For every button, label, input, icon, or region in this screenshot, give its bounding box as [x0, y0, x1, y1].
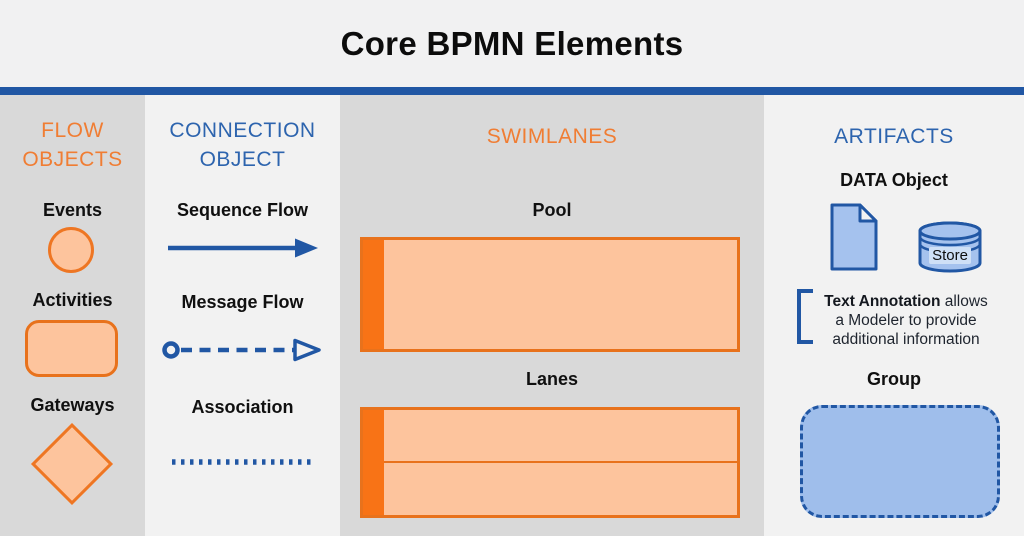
- event-circle-icon: [48, 227, 94, 273]
- text-annotation-bold: Text Annotation: [824, 293, 941, 310]
- text-annotation-line2: a Modeler to provide: [835, 312, 977, 329]
- text-annotation-line1-rest: allows: [940, 293, 988, 310]
- lanes-side-band: [363, 410, 384, 515]
- data-object-label: DATA Object: [840, 170, 948, 190]
- text-annotation-bracket-icon: [797, 289, 813, 344]
- flow-objects-heading: FLOW OBJECTS: [22, 119, 123, 171]
- artifacts-heading: ARTIFACTS: [834, 125, 954, 148]
- header-divider-bar: [0, 87, 1024, 95]
- pool-side-band: [363, 240, 384, 349]
- page-title: Core BPMN Elements: [340, 24, 684, 62]
- group-label: Group: [867, 369, 921, 389]
- flow-objects-column: FLOW OBJECTS Events Activities Gateways: [0, 95, 145, 536]
- connection-object-heading: CONNECTION OBJECT: [169, 119, 316, 171]
- message-flow-arrow-icon: [162, 338, 321, 362]
- swimlanes-column: SWIMLANES Pool Lanes: [340, 95, 764, 536]
- data-object-document-icon: [830, 203, 878, 271]
- sequence-flow-arrow-icon: [168, 238, 318, 258]
- gateway-diamond-icon: [30, 422, 114, 506]
- lanes-shape: [360, 407, 740, 518]
- header: Core BPMN Elements: [0, 0, 1024, 87]
- events-label: Events: [42, 200, 103, 220]
- gateways-label: Gateways: [30, 395, 115, 415]
- association-dotted-line-icon: [172, 459, 316, 465]
- columns-container: FLOW OBJECTS Events Activities Gateways …: [0, 95, 1024, 536]
- store-label: Store: [918, 247, 982, 264]
- artifacts-column: ARTIFACTS DATA Object Store Text Annotat…: [764, 95, 1024, 536]
- association-label: Association: [191, 397, 294, 417]
- text-annotation-line3: additional information: [832, 331, 980, 348]
- activity-rounded-rect-icon: [25, 320, 118, 377]
- pool-label: Pool: [532, 200, 572, 220]
- pool-shape: [360, 237, 740, 352]
- sequence-flow-label: Sequence Flow: [176, 200, 309, 220]
- text-annotation-text: Text Annotation allows a Modeler to prov…: [806, 292, 1006, 349]
- connection-object-column: CONNECTION OBJECT Sequence Flow Message …: [145, 95, 340, 536]
- activities-label: Activities: [32, 290, 113, 310]
- swimlanes-heading: SWIMLANES: [486, 125, 618, 148]
- lanes-label: Lanes: [525, 369, 579, 389]
- message-flow-label: Message Flow: [181, 292, 304, 312]
- group-shape: [800, 405, 1000, 518]
- lane-divider-line: [384, 461, 737, 463]
